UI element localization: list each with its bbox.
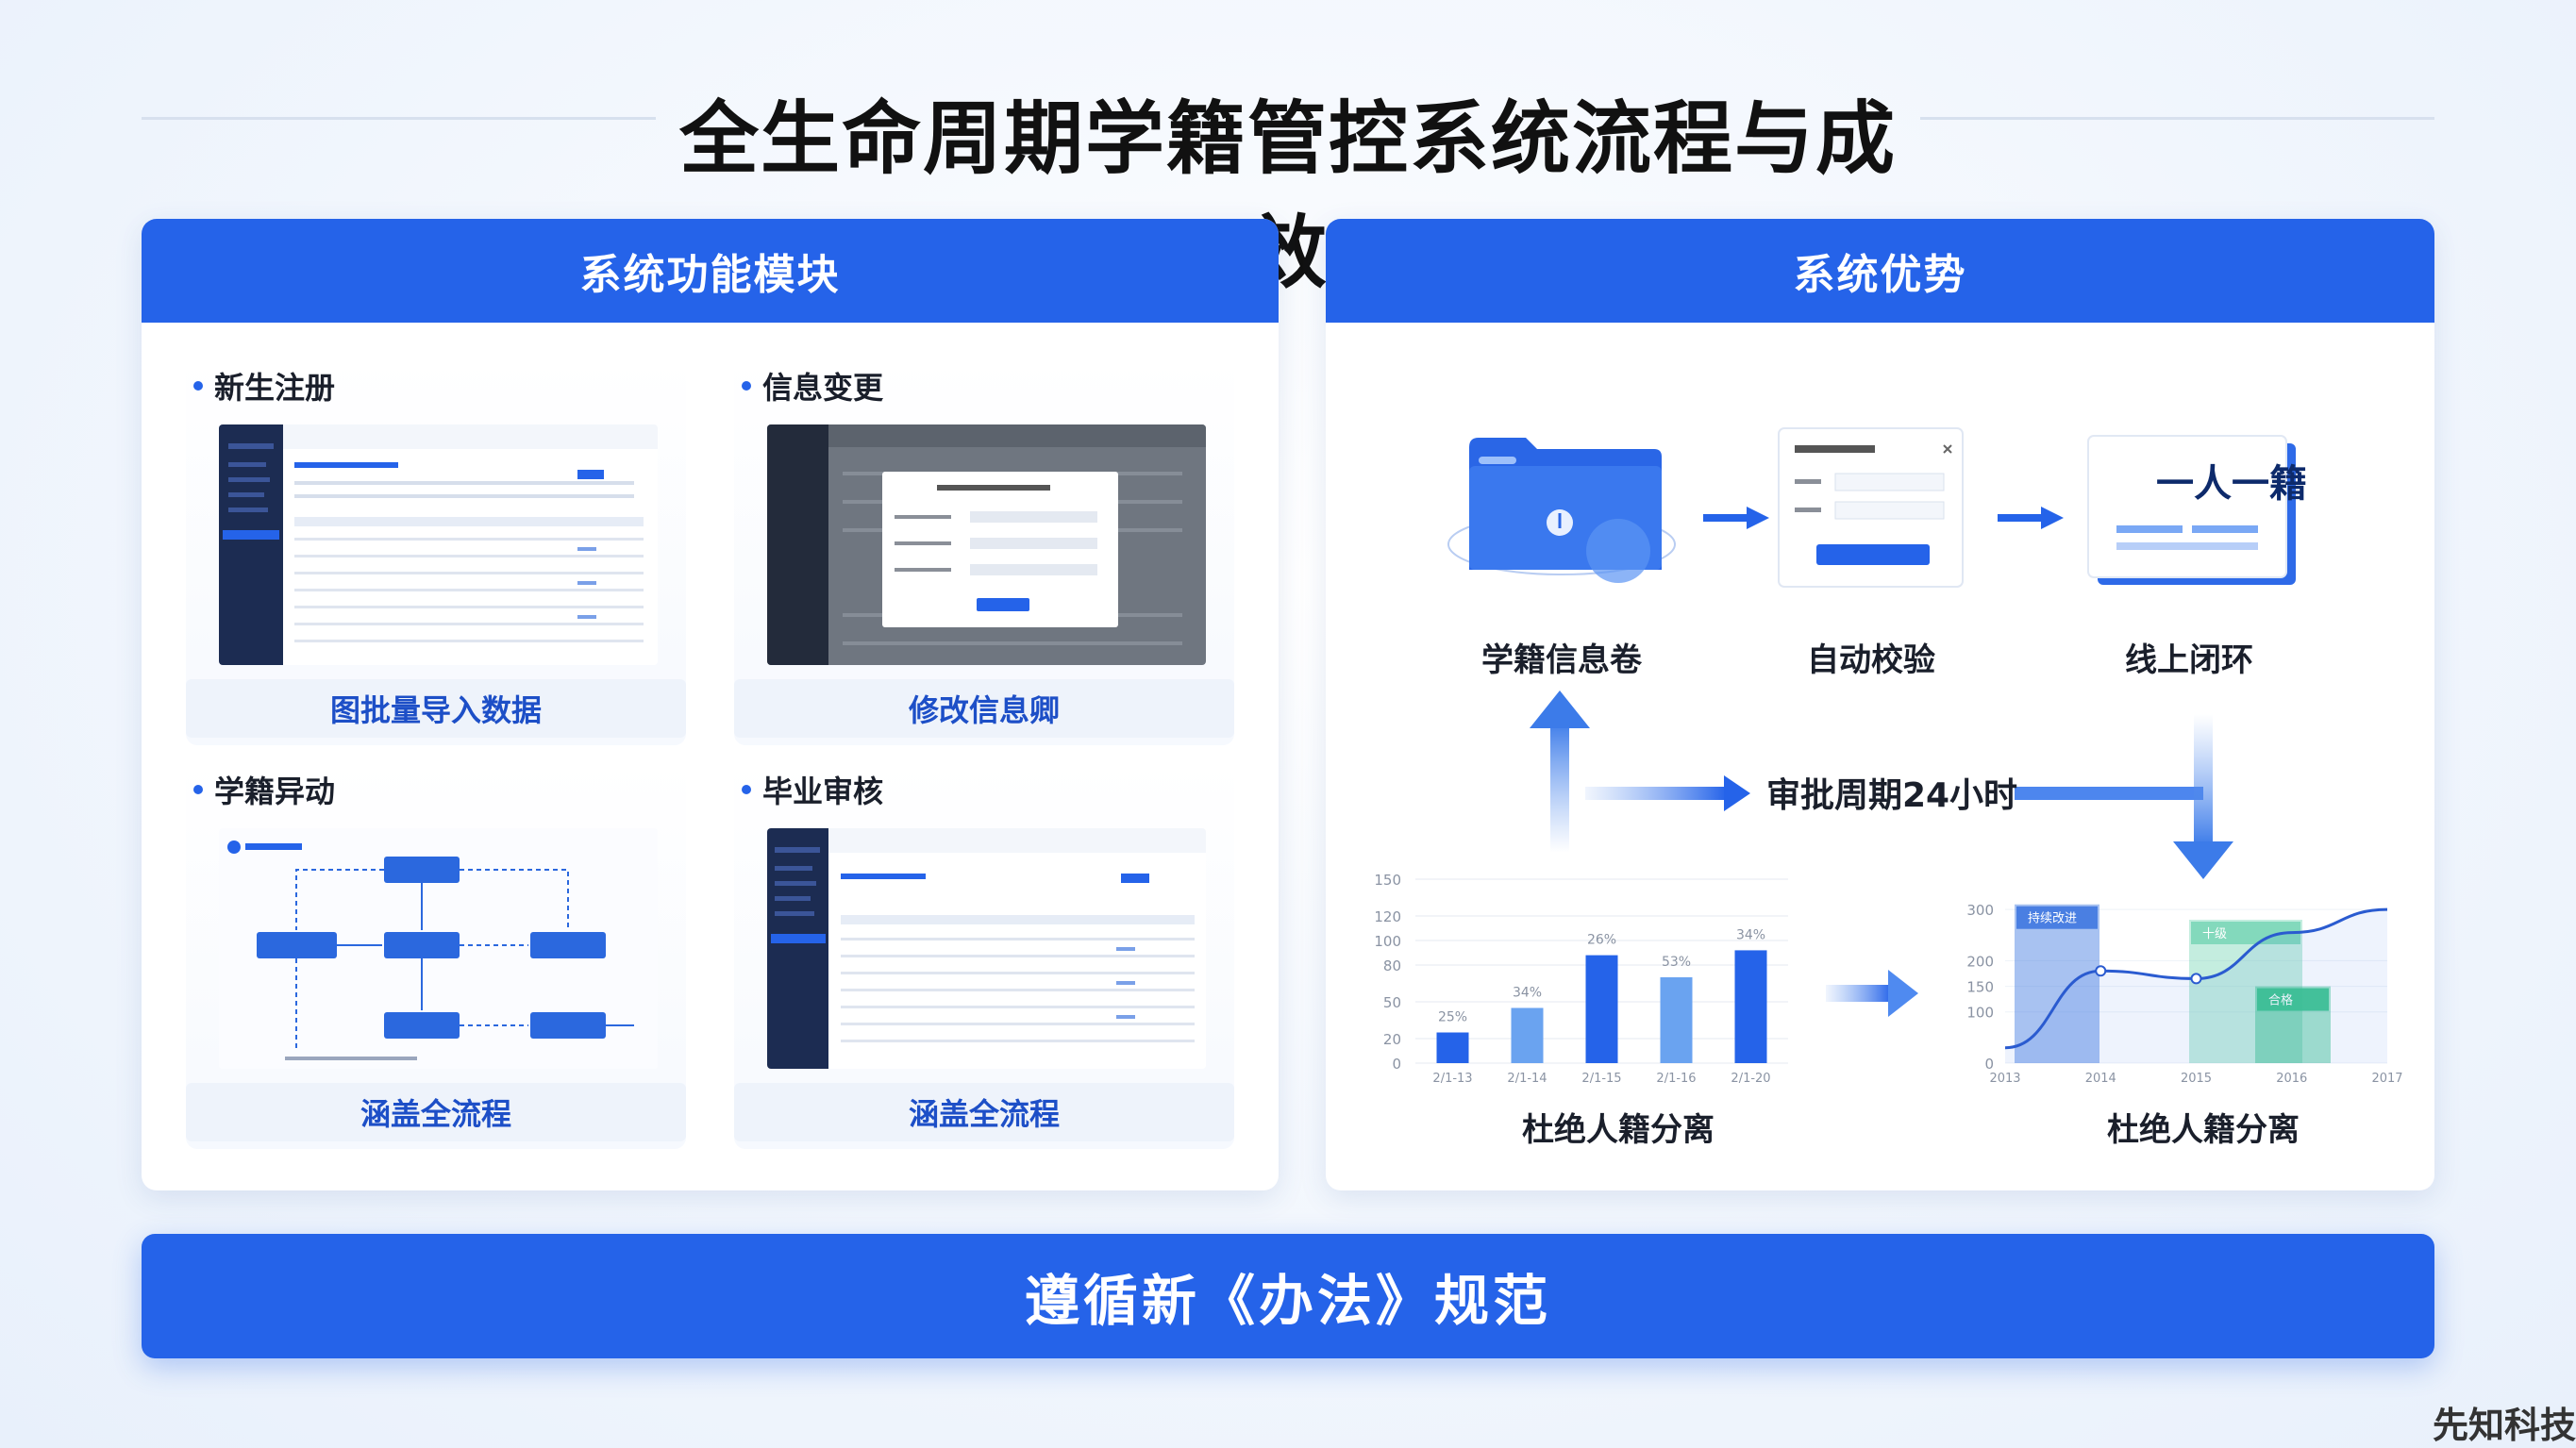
card-graduation-review[interactable]: 毕业审核 涵盖全流程 bbox=[734, 762, 1234, 1149]
y-tick-label: 100 bbox=[1374, 933, 1401, 950]
x-tick-label: 2017 bbox=[2371, 1072, 2402, 1086]
card-caption: 修改信息卿 bbox=[734, 679, 1234, 738]
bar bbox=[1585, 955, 1618, 1063]
status-change-flowchart-thumbnail bbox=[219, 828, 658, 1069]
data-point bbox=[2095, 965, 2107, 977]
bar-chart: 0 20 50 80 100 120 150 25% 2/1-13 34% 2/1-14 26% 2/1… bbox=[1374, 872, 1788, 1086]
area-chart: 0 100 150 200 300 2013 2014 2015 2016 2017 持续改进十级合… bbox=[1966, 902, 2402, 1086]
arrow-right-icon bbox=[2041, 507, 2064, 529]
watermark: 先知科技 bbox=[2432, 1405, 2576, 1446]
arrow-right-icon bbox=[1724, 775, 1750, 811]
flow-label-folder: 学籍信息卷 bbox=[1481, 641, 1642, 679]
arrow-up-icon bbox=[1530, 691, 1590, 728]
graduation-screenshot-thumbnail bbox=[767, 828, 1206, 1069]
area-fill bbox=[2005, 909, 2387, 1063]
approval-cycle-label: 审批周期24小时 bbox=[1765, 776, 2018, 815]
info-change-screenshot-thumbnail bbox=[767, 424, 1206, 665]
y-tick-label: 20 bbox=[1383, 1031, 1401, 1048]
x-tick-label: 2015 bbox=[2181, 1072, 2212, 1086]
bar-tag bbox=[2257, 988, 2329, 1011]
folder-icon bbox=[1447, 438, 1676, 583]
y-tick-label: 150 bbox=[1966, 979, 1994, 996]
title-divider-left bbox=[142, 117, 656, 120]
arrow-right-icon bbox=[1747, 507, 1769, 529]
y-tick-label: 200 bbox=[1966, 953, 1994, 970]
x-tick-label: 2/1-14 bbox=[1507, 1072, 1547, 1086]
bullet-icon bbox=[742, 381, 751, 391]
flow-label-online-loop: 线上闭环 bbox=[2125, 641, 2253, 679]
system-advantages-header: 系统优势 bbox=[1326, 219, 2434, 323]
footer-banner: 遵循新《办法》规范 bbox=[142, 1234, 2434, 1358]
function-modules-panel: 系统功能模块 新生注册 图批量导入数据 bbox=[142, 219, 1279, 1190]
form-dialog-icon bbox=[1778, 427, 1964, 588]
data-label: 34% bbox=[1513, 986, 1542, 1001]
y-tick-label: 120 bbox=[1374, 908, 1401, 925]
y-tick-label: 150 bbox=[1374, 872, 1401, 889]
title-row: 全生命周期学籍管控系统流程与成效 bbox=[0, 66, 2576, 299]
bullet-icon bbox=[742, 785, 751, 794]
bar bbox=[1511, 1007, 1544, 1063]
bar bbox=[1660, 977, 1693, 1063]
bar-tag bbox=[2016, 906, 2098, 929]
y-tick-label: 0 bbox=[1984, 1056, 1994, 1073]
bar bbox=[1436, 1032, 1469, 1063]
x-tick-label: 2013 bbox=[1989, 1072, 2020, 1086]
card-title: 信息变更 bbox=[742, 364, 883, 408]
card-title: 毕业审核 bbox=[742, 768, 883, 811]
y-tick-label: 50 bbox=[1383, 994, 1401, 1011]
x-tick-label: 2/1-20 bbox=[1731, 1072, 1770, 1086]
system-advantages-panel: 系统优势 bbox=[1326, 219, 2434, 1190]
bar-chart-caption: 杜绝人籍分离 bbox=[1522, 1111, 1715, 1149]
bullet-icon bbox=[193, 785, 203, 794]
registration-screenshot-thumbnail bbox=[219, 424, 658, 665]
bar bbox=[1734, 950, 1767, 1063]
x-tick-label: 2/1-15 bbox=[1581, 1072, 1621, 1086]
card-new-registration[interactable]: 新生注册 图批量导入数据 bbox=[186, 358, 686, 745]
flow-label-auto-check: 自动校验 bbox=[1807, 641, 1935, 679]
title-divider-right bbox=[1920, 117, 2434, 120]
data-label: 53% bbox=[1662, 955, 1691, 970]
card-title: 学籍异动 bbox=[193, 768, 335, 811]
bar-tag-text: 持续改进 bbox=[2028, 912, 2077, 926]
data-label: 26% bbox=[1587, 933, 1616, 948]
x-tick-label: 2/1-16 bbox=[1656, 1072, 1696, 1086]
data-point bbox=[2190, 973, 2202, 985]
y-tick-label: 300 bbox=[1966, 902, 1994, 919]
card-caption: 涵盖全流程 bbox=[734, 1083, 1234, 1141]
page-title: 全生命周期学籍管控系统流程与成效 bbox=[678, 92, 1897, 299]
card-status-change[interactable]: 学籍异动 bbox=[186, 762, 686, 1149]
arrow-right-icon bbox=[1888, 970, 1918, 1017]
document-icon bbox=[2087, 435, 2296, 585]
bar-tag-text: 合格 bbox=[2268, 993, 2293, 1008]
x-tick-label: 2/1-13 bbox=[1432, 1072, 1472, 1086]
doc-text: 一人一籍 bbox=[2156, 462, 2307, 506]
area-bar bbox=[2015, 904, 2099, 1063]
area-chart-caption: 杜绝人籍分离 bbox=[2107, 1111, 2300, 1149]
bullet-icon bbox=[193, 381, 203, 391]
card-title: 新生注册 bbox=[193, 364, 335, 408]
y-tick-label: 0 bbox=[1392, 1056, 1401, 1073]
y-tick-label: 100 bbox=[1966, 1005, 1994, 1022]
function-modules-header: 系统功能模块 bbox=[142, 219, 1279, 323]
x-tick-label: 2016 bbox=[2276, 1072, 2307, 1086]
data-label: 25% bbox=[1438, 1010, 1467, 1025]
bar-tag-text: 十级 bbox=[2202, 927, 2227, 941]
x-tick-label: 2014 bbox=[2085, 1072, 2116, 1086]
data-label: 34% bbox=[1736, 927, 1765, 942]
y-tick-label: 80 bbox=[1383, 957, 1401, 974]
advantages-diagram: 0 20 50 80 100 120 150 25% 2/1-13 34% 2/1-14 26% 2/1… bbox=[1374, 427, 2403, 1086]
card-info-change[interactable]: 信息变更 修改信息卿 bbox=[734, 358, 1234, 745]
arrow-down-icon bbox=[2173, 841, 2233, 879]
card-caption: 涵盖全流程 bbox=[186, 1083, 686, 1141]
card-caption: 图批量导入数据 bbox=[186, 679, 686, 738]
